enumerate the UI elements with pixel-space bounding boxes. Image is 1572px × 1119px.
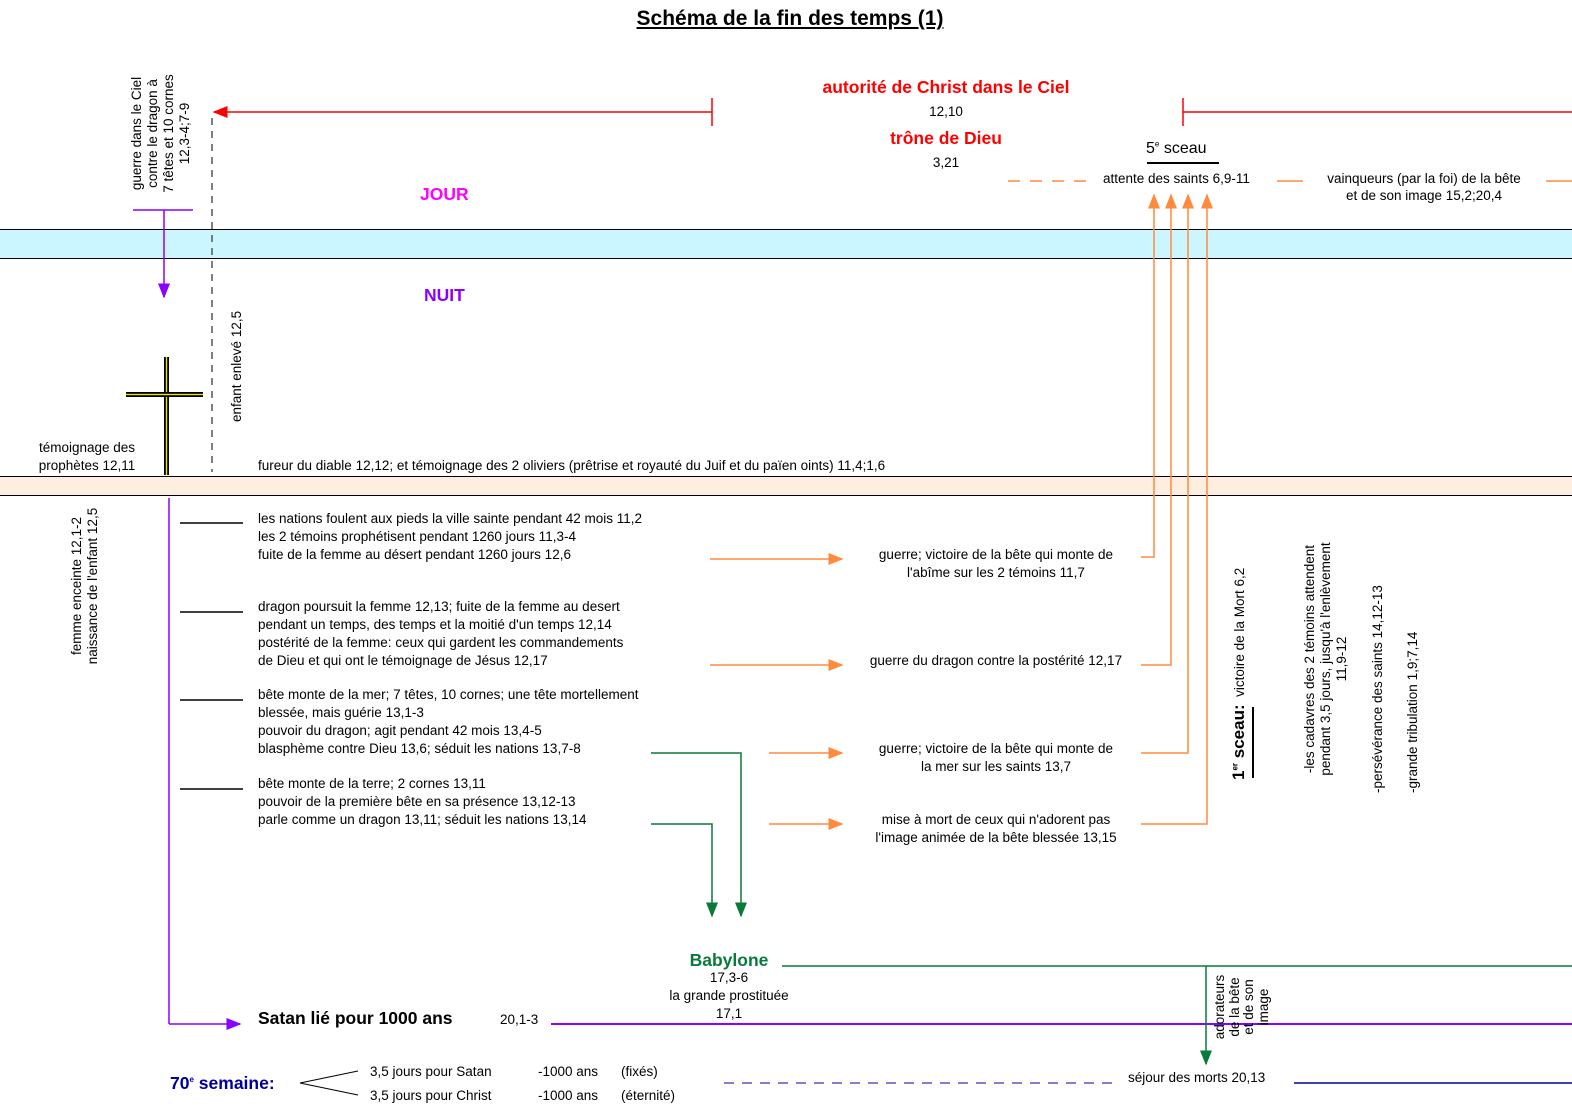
saints-connector-2 (1141, 193, 1177, 666)
week70-row2-b: -1000 ans (538, 1088, 599, 1103)
event-2-line: de Dieu et qui ont le témoignage de Jésu… (258, 653, 548, 668)
result-4-line: mise à mort de ceux qui n'adorent pas (881, 812, 1111, 827)
child-taken-label: enfant enlevé 12,5 (229, 310, 244, 422)
result-4-line: l'image animée de la bête blessée 13,15 (875, 830, 1117, 845)
result-1-line: guerre; victoire de la bête qui monte de (878, 547, 1114, 562)
result-3-line: la mer sur les saints 13,7 (920, 759, 1072, 774)
result-block-3: guerre; victoire de la bête qui monte de… (852, 740, 1140, 776)
right-note-1-line: 11,9-12 (1334, 636, 1349, 682)
babylon-ref-2: 17,1 (715, 1006, 743, 1021)
event-1-line: les 2 témoins prophétisent pendant 1260 … (258, 529, 576, 544)
babylon-ref: 17,3-6 (709, 970, 749, 985)
worshippers-label: adorateurs de la bête et de son image (1212, 967, 1271, 1047)
woman-line-1: femme enceinte 12,1-2 (69, 516, 84, 656)
satan-ref: 20,1-3 (500, 1012, 539, 1027)
seal1-number: 1 (1229, 770, 1248, 780)
fury-text: fureur du diable 12,12; et témoignage de… (258, 458, 886, 473)
week70-label: 70e semaine: (170, 1072, 275, 1094)
result-block-1: guerre; victoire de la bête qui monte de… (852, 546, 1140, 582)
worshippers-line: et de son (1241, 979, 1256, 1035)
week70-row2-c: (éternité) (621, 1088, 676, 1103)
right-note-1-line: -les cadavres des 2 témoins attendent (1302, 544, 1317, 774)
event-3-line: pouvoir du dragon; agit pendant 42 mois … (258, 723, 542, 738)
week70-row1-c: (fixés) (621, 1064, 658, 1079)
seal1-label: 1er sceau: victoire de la Mort 6,2 (1229, 568, 1250, 780)
event-3-line: blasphème contre Dieu 13,6; séduit les n… (258, 741, 581, 756)
week70-row1-a: 3,5 jours pour Satan (370, 1064, 492, 1079)
night-band (0, 476, 1572, 496)
day-band (0, 229, 1572, 259)
event-2-line: pendant un temps, des temps et la moitié… (258, 617, 612, 632)
event-block-3: bête monte de la mer; 7 têtes, 10 cornes… (258, 686, 638, 758)
woman-label: femme enceinte 12,1-2 naissance de l'enf… (69, 496, 101, 676)
event-3-line: bête monte de la mer; 7 têtes, 10 cornes… (258, 687, 639, 702)
babylon-arrow-1 (651, 752, 747, 918)
war-heaven-line-4: 12,3-4;7-9 (177, 102, 192, 165)
war-heaven-line-2: contre le dragon à (145, 79, 160, 188)
prophets-line-1: témoignage des (38, 440, 136, 455)
satan-label: Satan lié pour 1000 ans (258, 1008, 453, 1028)
babylon-subtitle: la grande prostituée (669, 988, 789, 1003)
war-heaven-line-1: guerre dans le Ciel (129, 76, 144, 191)
event-4-line: pouvoir de la première bête en sa présen… (258, 794, 576, 809)
event-1-line: fuite de la femme au désert pendant 1260… (258, 547, 571, 562)
dead-label: séjour des morts 20,13 (1128, 1070, 1266, 1085)
saints-connector-4 (1141, 193, 1213, 825)
war-heaven-label: guerre dans le Ciel contre le dragon à 7… (129, 61, 193, 206)
seal5-word: sceau (1163, 140, 1207, 157)
saints-connector-3 (1141, 193, 1194, 754)
right-note-1-line: pendant 3,5 jours, jusqu'à l'enlèvement (1318, 542, 1333, 776)
babylon-title: Babylone (689, 950, 769, 970)
throne-ref: 3,21 (932, 155, 960, 170)
seal1-sup: er (1230, 762, 1240, 771)
authority-title: autorité de Christ dans le Ciel (822, 77, 1070, 97)
event-2-line: dragon poursuit la femme 12,13; fuite de… (258, 599, 620, 614)
event-4-line: parle comme un dragon 13,11; séduit les … (258, 812, 587, 827)
throne-title: trône de Dieu (890, 128, 1002, 148)
result-1-line: l'abîme sur les 2 témoins 11,7 (907, 565, 1085, 580)
result-2-line: guerre du dragon contre la postérité 12,… (869, 653, 1123, 668)
event-3-line: blessée, mais guérie 13,1-3 (258, 705, 424, 720)
right-note-1: -les cadavres des 2 témoins attendent pe… (1302, 525, 1350, 793)
seal1-text: victoire de la Mort 6,2 (1232, 567, 1247, 697)
week70-sup: e (189, 1075, 194, 1085)
event-block-1: les nations foulent aux pieds la ville s… (258, 510, 642, 564)
result-block-4: mise à mort de ceux qui n'adorent pas l'… (852, 811, 1140, 847)
event-block-2: dragon poursuit la femme 12,13; fuite de… (258, 598, 623, 670)
event-2-line: postérité de la femme: ceux qui gardent … (258, 635, 624, 650)
week70-chevron (299, 1070, 359, 1096)
prophets-line-2: prophètes 12,11 (38, 458, 136, 473)
waiting-saints: attente des saints 6,9-11 (1103, 171, 1250, 186)
babylon-arrow-2 (651, 823, 718, 918)
result-block-2: guerre du dragon contre la postérité 12,… (852, 652, 1140, 670)
night-label: NUIT (424, 285, 465, 305)
victors-line-2: et de son image 15,2;20,4 (1345, 188, 1503, 203)
cross-icon (126, 357, 203, 475)
woman-line-2: naissance de l'enfant 12,5 (85, 507, 100, 665)
week70-row2-a: 3,5 jours pour Christ (370, 1088, 492, 1103)
event-block-4: bête monte de la terre; 2 cornes 13,11 p… (258, 775, 586, 829)
worshippers-line: image (1255, 988, 1271, 1026)
seal5-label: 5e sceau (1146, 139, 1207, 159)
victors-line-1: vainqueurs (par la foi) de la bête (1327, 171, 1521, 186)
worshippers-line: adorateurs (1212, 974, 1227, 1040)
event-4-line: bête monte de la terre; 2 cornes 13,11 (258, 776, 486, 791)
week70-word: semaine: (198, 1073, 275, 1093)
war-heaven-line-3: 7 têtes et 10 cornes (161, 74, 176, 193)
page-title: Schéma de la fin des temps (1) (636, 7, 944, 30)
week70-number: 70 (170, 1073, 190, 1093)
right-note-3: -grande tribulation 1,9;7,14 (1405, 631, 1420, 793)
worshippers-line: de la bête (1226, 977, 1242, 1037)
result-3-line: guerre; victoire de la bête qui monte de (878, 741, 1114, 756)
event-1-line: les nations foulent aux pieds la ville s… (258, 511, 642, 526)
seal5-sup: e (1154, 139, 1160, 149)
seal5-number: 5 (1146, 140, 1155, 157)
right-note-2: -persévérance des saints 14,12-13 (1370, 585, 1385, 793)
seal1-word: sceau: (1229, 704, 1248, 759)
day-label: JOUR (420, 184, 469, 204)
authority-ref: 12,10 (929, 104, 963, 119)
saints-connector-1 (1141, 193, 1160, 558)
week70-row1-b: -1000 ans (538, 1064, 599, 1079)
